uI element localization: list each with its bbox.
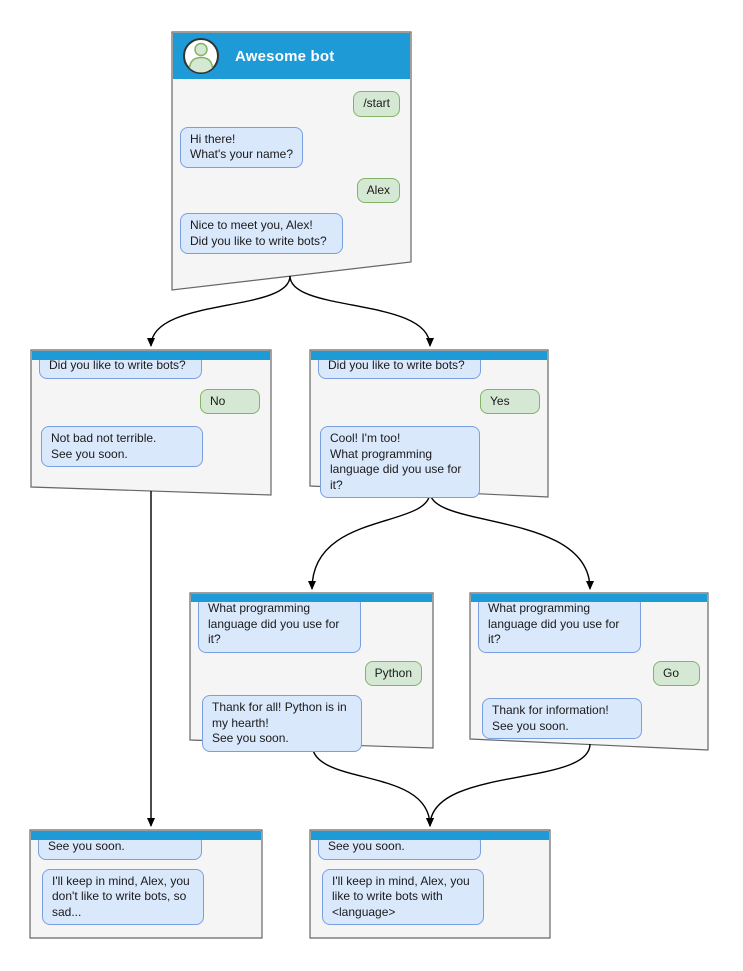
user-message: /start [353, 91, 400, 117]
root-chat-body: /start Hi there! What's your name? Alex … [172, 79, 411, 254]
window-yes-header-strip [311, 351, 547, 360]
arrow-yes-to-python [308, 491, 431, 590]
window-no-body: Did you like to write bots? No Not bad n… [31, 350, 271, 467]
window-python-header-strip [191, 594, 432, 602]
user-message: Python [364, 660, 422, 686]
bot-message: Thank for information! See you soon. [482, 698, 642, 739]
window-end-no-body: See you soon. I'll keep in mind, Alex, y… [30, 830, 262, 925]
bot-message: What programming language did you use fo… [198, 596, 361, 653]
user-message: Alex [356, 177, 400, 203]
window-go-body: What programming language did you use fo… [470, 593, 708, 739]
arrow-yes-to-go [429, 491, 594, 590]
bot-message: Hi there! What's your name? [180, 126, 304, 168]
user-message: Go [653, 660, 700, 686]
arrow-go-to-end [426, 743, 591, 827]
bot-message: What programming language did you use fo… [478, 596, 641, 653]
root-chat-header: Awesome bot [173, 33, 410, 79]
user-message: Yes [480, 388, 540, 414]
bot-message: I'll keep in mind, Alex, you like to wri… [322, 868, 484, 925]
person-icon [182, 37, 220, 75]
bot-message: I'll keep in mind, Alex, you don't like … [42, 868, 204, 925]
arrow-python-to-end [311, 743, 434, 827]
bot-message: Not bad not terrible. See you soon. [41, 426, 203, 467]
window-end-yes-header-strip [311, 831, 549, 840]
arrow-root-to-no [147, 275, 291, 347]
window-end-no-header-strip [31, 831, 261, 840]
window-python-body: What programming language did you use fo… [190, 593, 433, 752]
bot-message: Cool! I'm too! What programming language… [320, 426, 480, 498]
bot-message: Nice to meet you, Alex! Did you like to … [180, 213, 343, 254]
bot-message: Thank for all! Python is in my hearth! S… [202, 695, 362, 752]
user-message: No [200, 388, 260, 414]
arrow-root-to-yes [289, 275, 434, 347]
window-end-yes-body: See you soon. I'll keep in mind, Alex, y… [310, 830, 550, 925]
window-yes-body: Did you like to write bots? Yes Cool! I'… [310, 350, 548, 498]
window-go-header-strip [471, 594, 707, 602]
window-no-header-strip [32, 351, 270, 360]
bot-title: Awesome bot [235, 47, 335, 65]
